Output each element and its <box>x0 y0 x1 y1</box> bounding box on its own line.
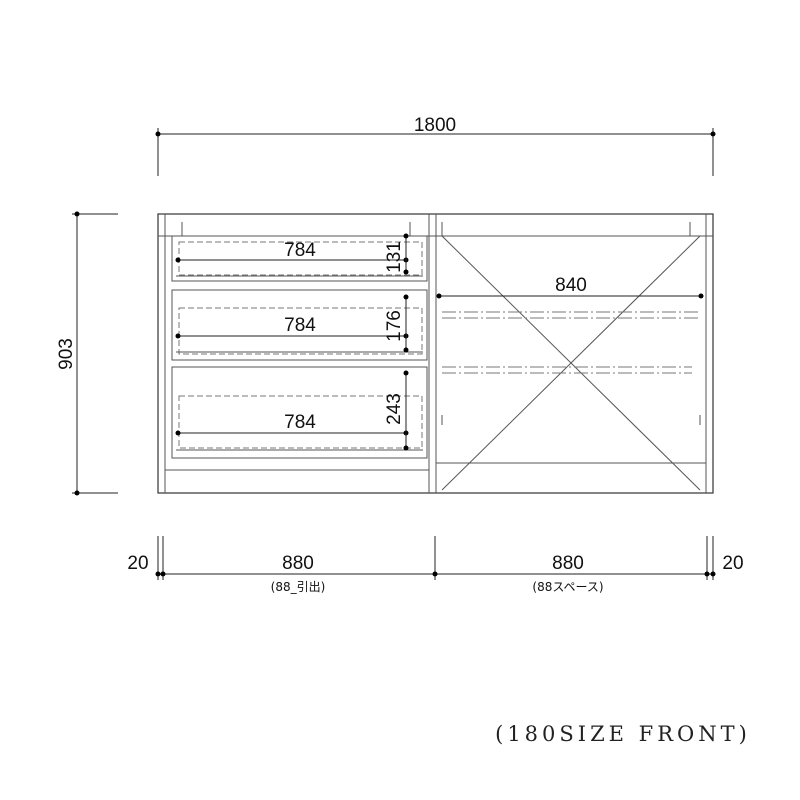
drawer-3-height-dot-top <box>403 370 409 376</box>
drawer-2-hidden-box <box>178 307 423 355</box>
drawer-3-height-dot-bottom <box>403 445 409 451</box>
left-side-thickness-label: 20 <box>127 553 148 574</box>
bottom-dot-e <box>710 571 716 577</box>
drawer-2-front <box>171 289 428 361</box>
overall-width-label: 1800 <box>414 115 456 136</box>
bottom-dot-c <box>432 571 438 577</box>
drawer-1-width-dot-left <box>175 257 181 263</box>
drawer-3-height-label: 243 <box>384 393 405 425</box>
drawer-3-hidden-box <box>178 395 423 449</box>
drawer-3-width-label: 784 <box>284 412 316 433</box>
right-section-note: (88スペース) <box>532 580 603 594</box>
overall-height-label: 903 <box>56 338 77 370</box>
shelf-width-label: 840 <box>555 275 587 296</box>
drawer-2-width-label: 784 <box>284 315 316 336</box>
overall-height-dot-top <box>74 211 80 217</box>
drawer-3-front <box>171 366 428 459</box>
drawing-caption: (180SIZE FRONT) <box>495 722 751 746</box>
overall-height-dimension: 903 <box>56 211 118 496</box>
drawer-2-height-label: 176 <box>384 310 405 342</box>
drawer-2-height-dot-bottom <box>403 347 409 353</box>
drawer-1-height-dot-top <box>403 233 409 239</box>
bottom-dot-b <box>160 571 166 577</box>
overall-height-dot-bottom <box>74 490 80 496</box>
drawer-3-width-dot-left <box>175 430 181 436</box>
shelf-width-dot-left <box>436 293 442 299</box>
drawer-1-height-dot-bottom <box>403 269 409 275</box>
bottom-dot-d <box>704 571 710 577</box>
open-space-section: 840 <box>436 235 704 491</box>
drawer-1-width-label: 784 <box>284 240 316 261</box>
left-section-width-label: 880 <box>282 553 314 574</box>
cabinet-body <box>157 213 714 494</box>
drawer-1: 784 131 <box>171 233 428 282</box>
overall-width-dot-right <box>710 131 716 137</box>
drawer-2-width-dot-left <box>175 333 181 339</box>
right-side-thickness-label: 20 <box>722 553 743 574</box>
drawer-3: 784 243 <box>171 366 428 459</box>
drawer-2: 784 176 <box>171 289 428 361</box>
drawer-2-height-dot-top <box>403 294 409 300</box>
overall-width-dot-left <box>155 131 161 137</box>
drawer-1-front <box>171 235 428 282</box>
bottom-dot-a <box>155 571 161 577</box>
bottom-width-dimensions: 20 20 880 880 (88_引出) (88スペース) <box>127 536 744 594</box>
right-section-width-label: 880 <box>552 553 584 574</box>
overall-width-dimension: 1800 <box>155 115 716 176</box>
left-section-note: (88_引出) <box>271 580 326 594</box>
drawer-1-height-label: 131 <box>384 241 405 273</box>
open-space-cross-line-b <box>441 235 701 491</box>
shelf-width-dot-right <box>698 293 704 299</box>
